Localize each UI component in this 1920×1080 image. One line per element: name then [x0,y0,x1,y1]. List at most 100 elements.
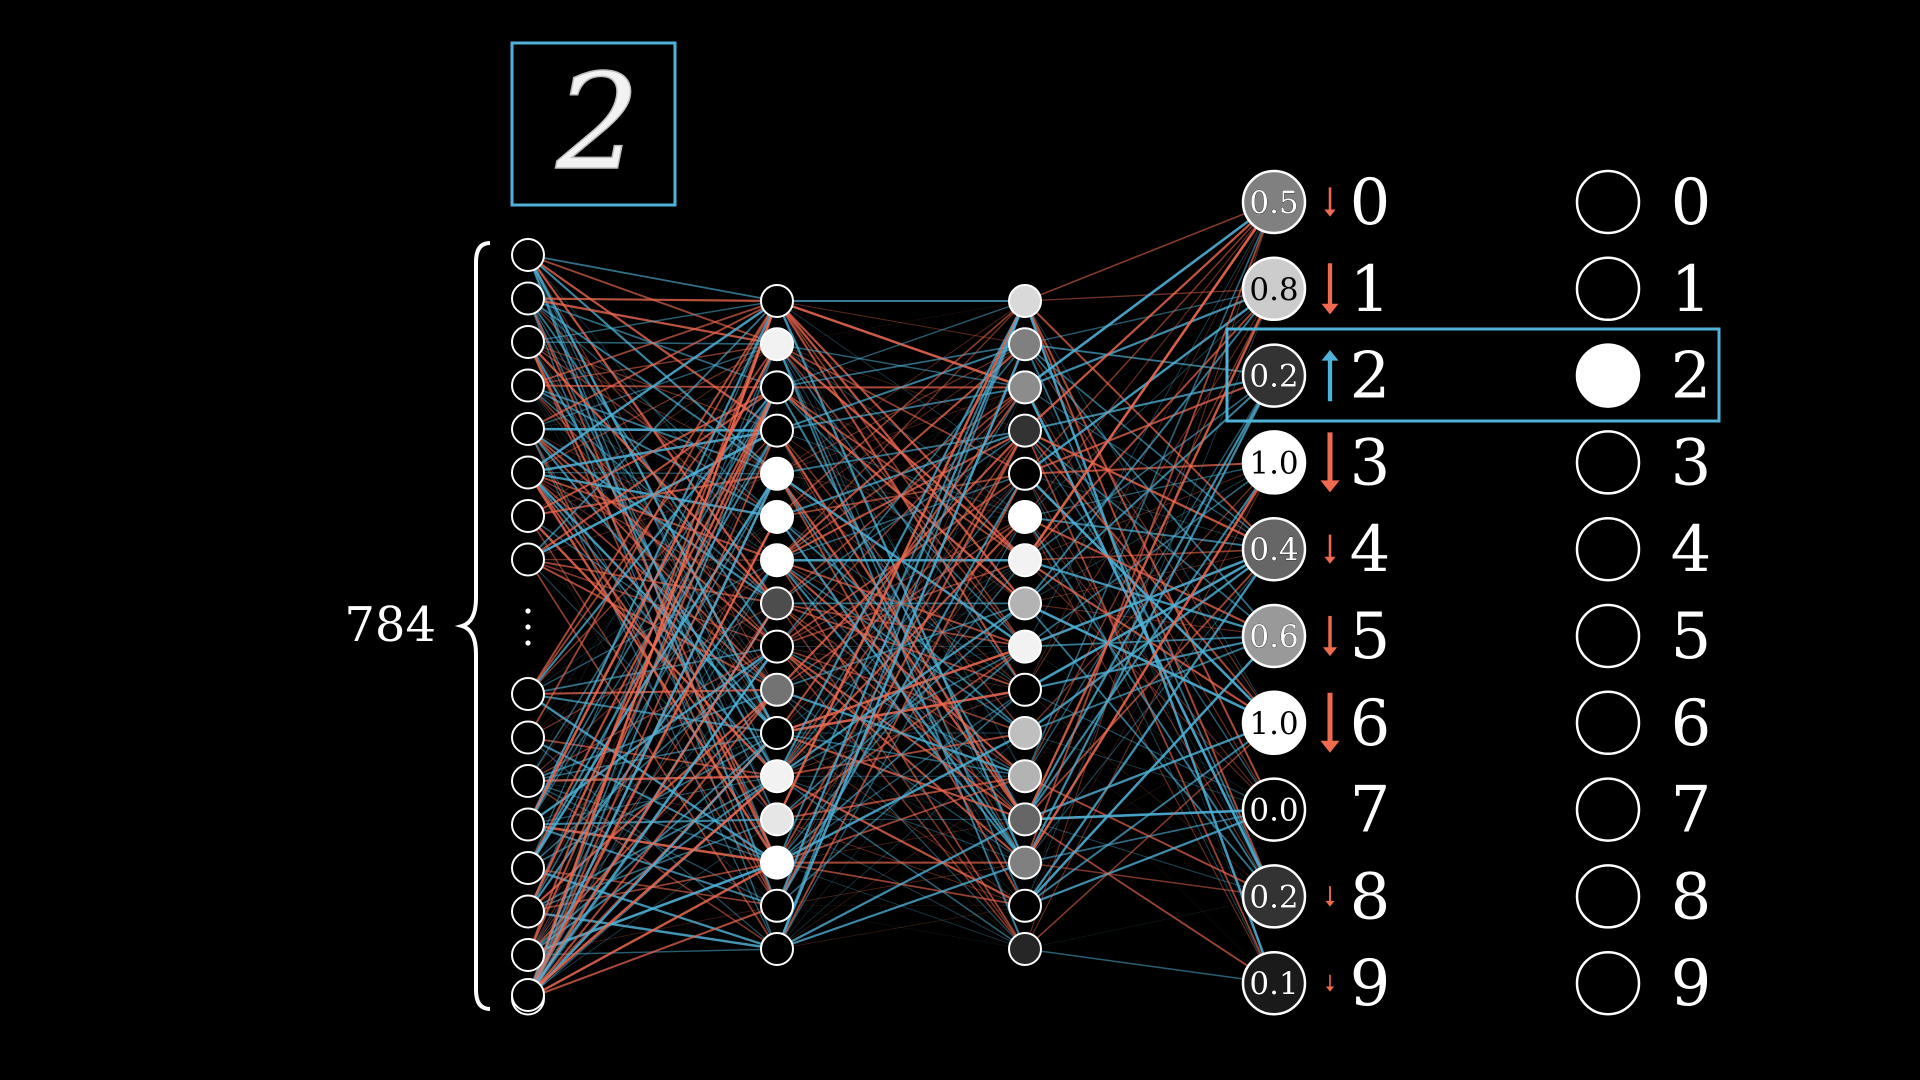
input-neuron [511,938,545,972]
target-neuron [1575,169,1641,235]
target-neuron [1575,864,1641,929]
hidden2-neuron [1008,413,1042,448]
arrow-up-icon [1321,350,1339,402]
target-digit-label: 6 [1671,687,1712,761]
output-neuron [1241,516,1307,582]
input-neuron [511,720,545,755]
target-highlight-box [1225,327,1721,423]
input-neuron [511,238,545,272]
output-neuron [1241,256,1307,322]
output-digit-label: 6 [1350,687,1391,761]
output-digit-label: 3 [1350,426,1391,500]
hidden2-neuron [1008,586,1042,621]
hidden1-neuron [760,413,794,448]
input-neuron [511,851,545,885]
hidden2-neuron [1008,888,1042,923]
output-neuron [1241,169,1307,235]
hidden1-neuron [760,543,794,578]
output-neuron [1241,603,1307,669]
input-neuron [511,542,545,577]
network-connections [526,200,1276,1000]
input-layer [511,238,545,1016]
output-digit-label: 8 [1350,860,1391,934]
hidden2-neuron [1008,456,1042,491]
target-digit-label: 9 [1671,947,1712,1021]
target-row-3: 3 [1575,426,1712,500]
output-activation-value: 1.0 [1249,706,1298,742]
hidden2-neuron [1008,932,1042,966]
target-digit-label: 1 [1671,253,1712,327]
hidden1-neuron [760,932,794,966]
input-neuron [511,677,545,711]
output-neuron [1241,777,1307,842]
hidden1-neuron [760,586,794,621]
target-neuron [1575,603,1641,669]
target-neuron [1575,516,1641,582]
arrow-down-icon [1325,886,1335,907]
arrow-down-icon [1324,187,1336,217]
target-row-6: 6 [1575,687,1712,761]
arrow-down-icon [1320,432,1340,493]
edges-input-hidden1 [526,254,779,1000]
arrow-down-icon [1321,263,1339,315]
target-row-2: 2 [1575,340,1711,414]
output-neuron [1241,430,1307,495]
hidden1-neuron [760,802,794,837]
hidden-layer-2 [1008,284,1042,966]
input-neuron [511,978,545,1012]
output-neuron [1241,864,1307,929]
input-neuron [511,894,545,929]
arrow-down-icon [1322,615,1338,657]
target-digit-label: 4 [1671,513,1712,587]
hidden1-neuron [760,716,794,750]
target-digit-label: 3 [1671,426,1712,500]
target-digit-label: 8 [1671,860,1712,934]
output-activation-value: 0.1 [1249,966,1298,1002]
hidden2-neuron [1008,802,1042,837]
edges-hidden2-output [1023,200,1276,984]
hidden1-neuron [760,629,794,664]
target-row-0: 0 [1575,166,1712,240]
output-activation-value: 0.2 [1249,359,1298,395]
target-row-4: 4 [1575,513,1712,587]
output-activation-value: 0.5 [1249,185,1298,221]
hidden1-neuron [760,672,794,707]
hidden1-neuron [760,370,794,405]
edges-hidden1-hidden2 [775,299,1027,951]
target-neuron [1575,777,1641,842]
target-neuron [1575,430,1641,495]
target-neuron [1575,690,1641,756]
network-neurons [511,238,1042,1016]
hidden-layer-1 [760,284,794,966]
arrow-down-icon [1320,692,1340,753]
hidden2-neuron [1008,543,1042,578]
input-neuron [511,764,545,798]
input-neuron [511,281,545,316]
input-image: 2 [510,41,677,207]
input-neuron [511,455,545,490]
output-digit-label: 7 [1350,774,1391,848]
input-layer-brace [454,241,491,1011]
hidden2-neuron [1008,759,1042,794]
target-row-8: 8 [1575,860,1712,934]
target-digit-label: 5 [1671,600,1712,674]
hidden2-neuron [1008,500,1042,534]
hidden1-neuron [760,456,794,491]
output-activation-value: 0.6 [1249,619,1298,655]
input-neuron [511,325,545,359]
target-neuron [1575,950,1641,1016]
output-activation-value: 0.2 [1249,879,1298,915]
hidden2-neuron [1008,672,1042,707]
hidden2-neuron [1008,716,1042,750]
target-row-9: 9 [1575,947,1712,1021]
target-digit-label: 0 [1671,166,1712,240]
output-digit-label: 9 [1350,947,1391,1021]
